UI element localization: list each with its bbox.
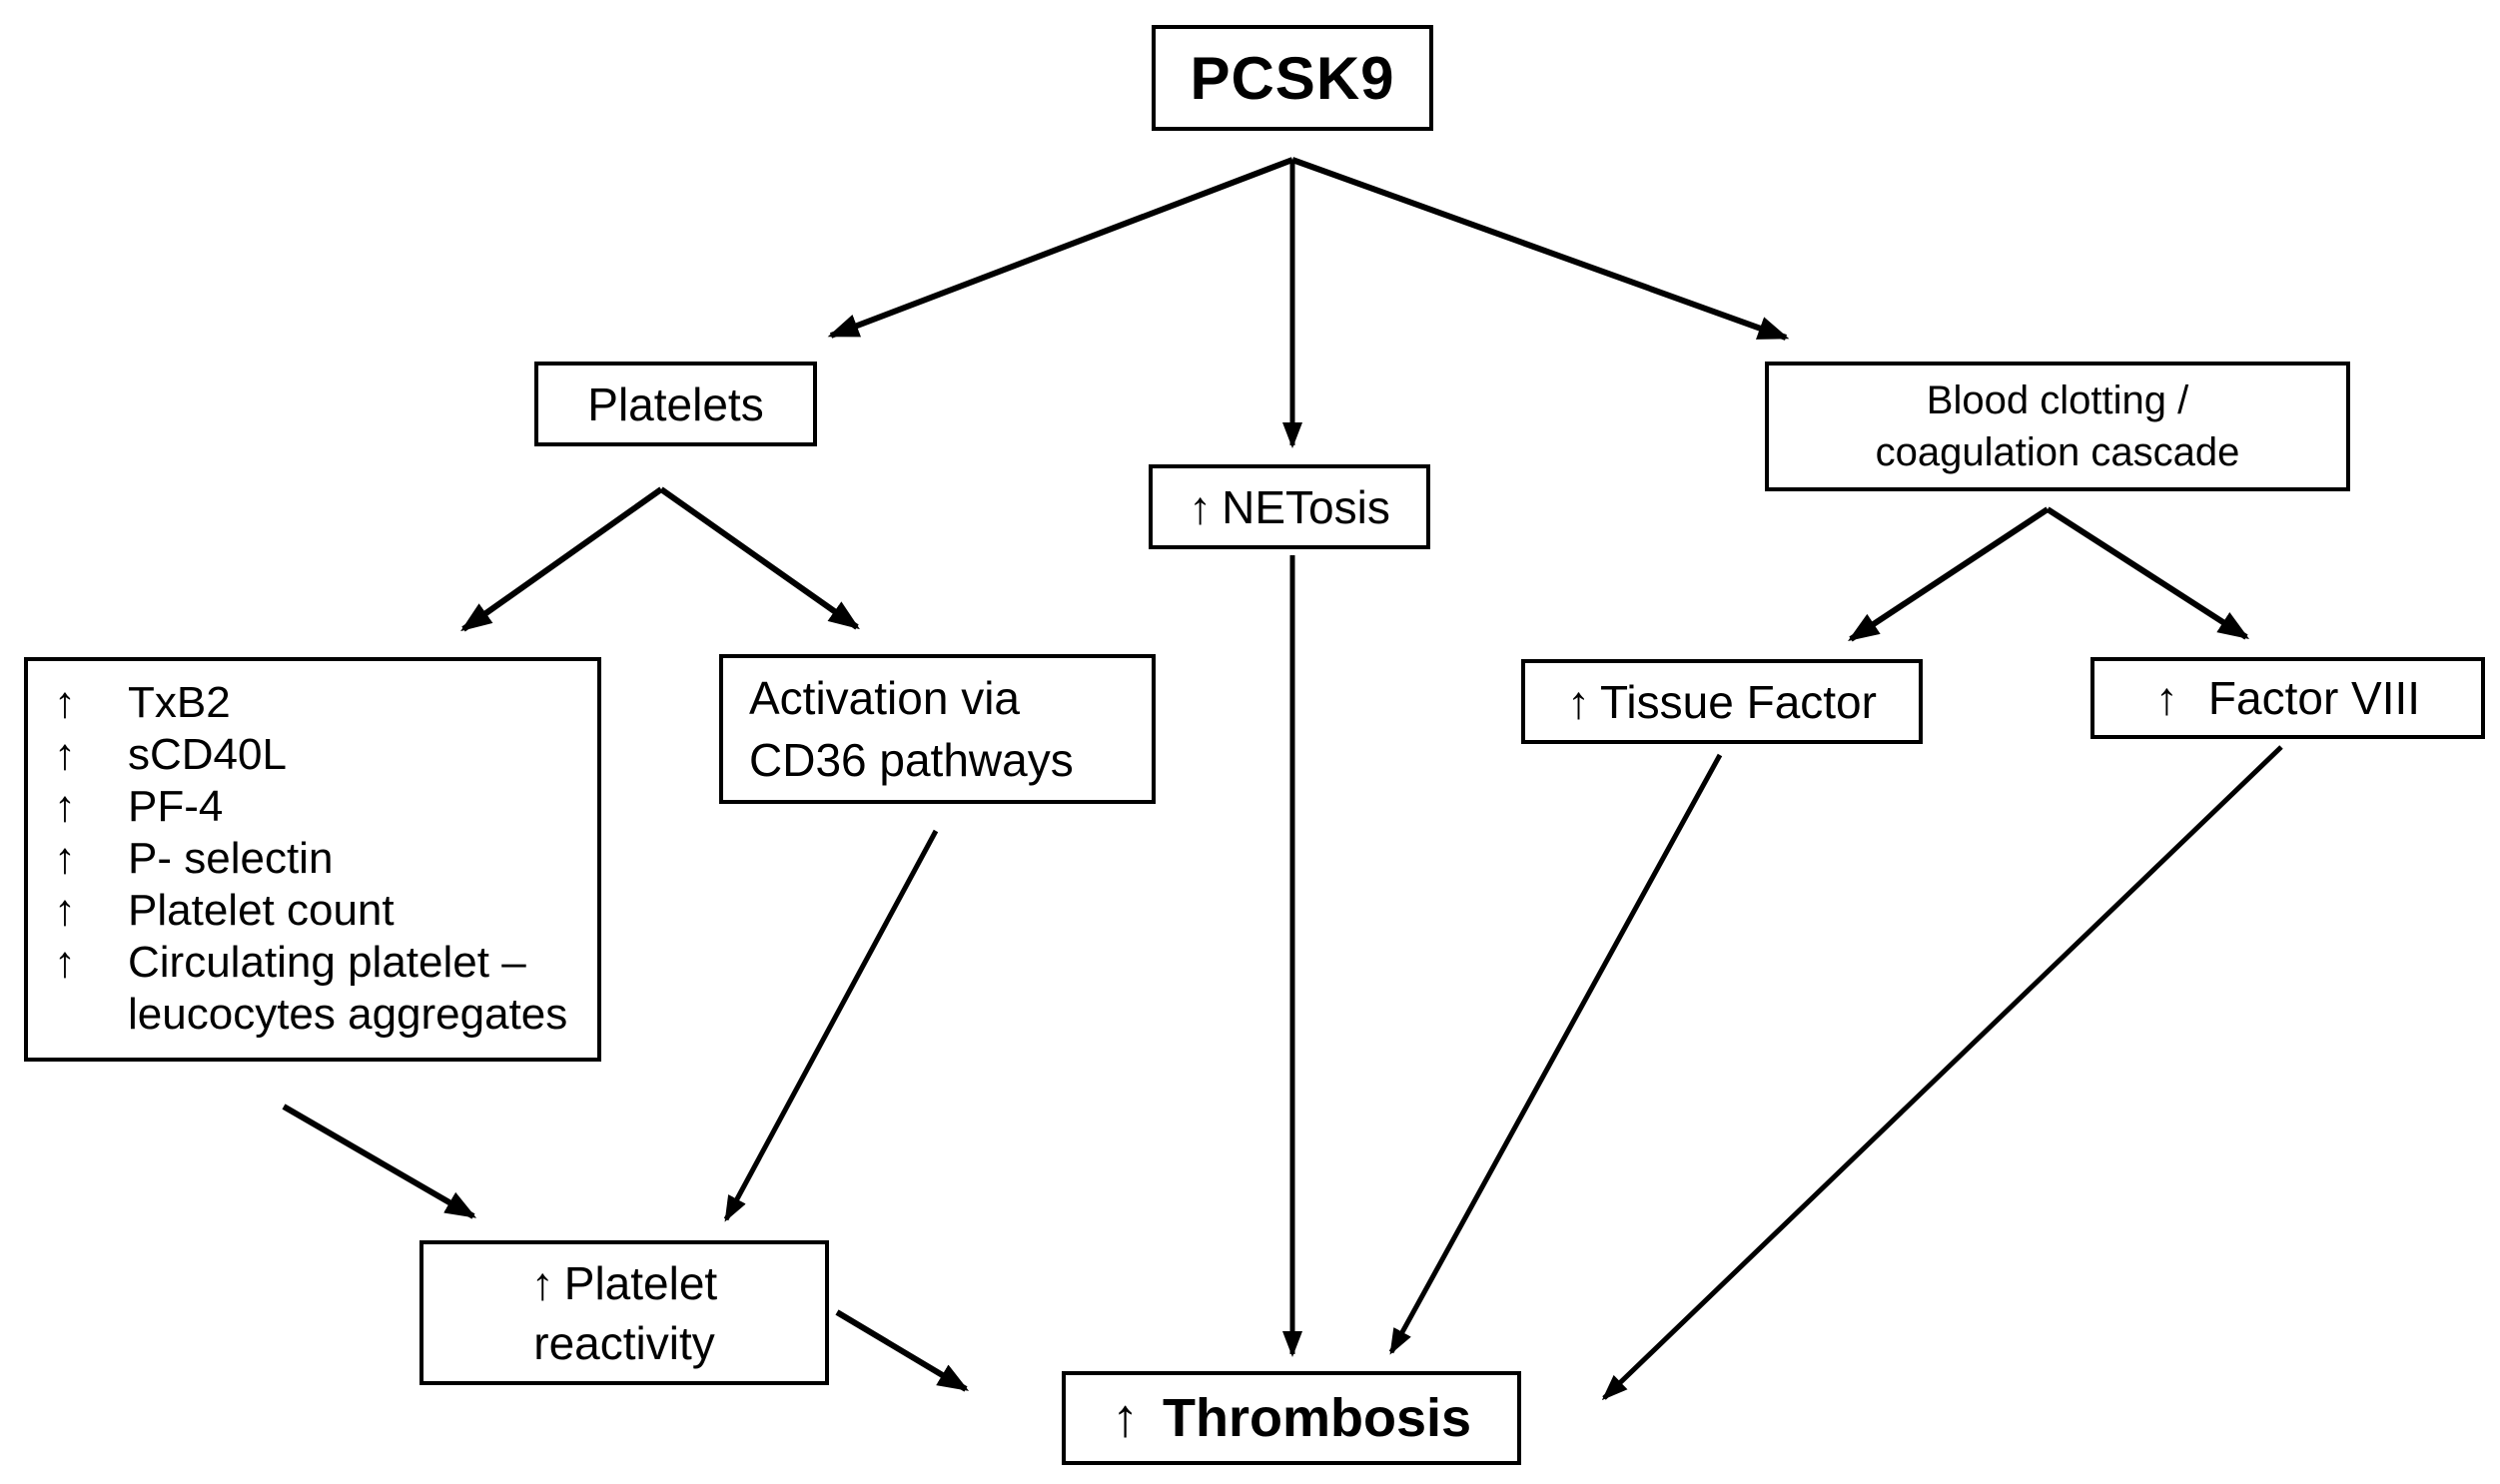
list-item: ↑ sCD40L bbox=[54, 729, 589, 781]
list-item-label: P- selectin bbox=[128, 834, 334, 883]
edge-factor-viii-to-thrombosis bbox=[1601, 745, 2283, 1401]
increase-arrow-icon: ↑ bbox=[54, 782, 76, 831]
increase-arrow-icon: ↑ bbox=[1111, 1388, 1139, 1448]
node-tissue-factor: ↑ Tissue Factor bbox=[1521, 659, 1923, 744]
node-tissue-factor-label: Tissue Factor bbox=[1600, 675, 1877, 728]
list-item: ↑ P- selectin bbox=[54, 833, 589, 885]
node-platelet-reactivity-line2: reactivity bbox=[533, 1313, 714, 1373]
node-thrombosis: ↑ Thrombosis bbox=[1062, 1371, 1521, 1465]
node-netosis-label: NETosis bbox=[1222, 480, 1390, 533]
node-platelets-label: Platelets bbox=[587, 377, 764, 430]
node-factor-viii-label: Factor VIII bbox=[2207, 672, 2421, 724]
edge-coagulation-to-factor-viii bbox=[2046, 506, 2250, 640]
list-item: ↑ Circulating platelet – leucocytes aggr… bbox=[54, 937, 589, 1041]
list-item: ↑ Platelet count bbox=[54, 885, 589, 937]
node-coagulation-line1: Blood clotting / bbox=[1926, 378, 2189, 422]
list-item: ↑ PF-4 bbox=[54, 781, 589, 833]
node-cd36-line2: CD36 pathways bbox=[749, 734, 1074, 786]
edge-platelets-to-cd36 bbox=[659, 486, 860, 630]
increase-arrow-icon: ↑ bbox=[54, 730, 76, 779]
list-item: ↑ TxB2 bbox=[54, 677, 589, 729]
list-item-label: Platelet count bbox=[128, 886, 395, 935]
node-platelet-reactivity-line1: ↑ Platelet bbox=[531, 1253, 717, 1313]
increase-arrow-icon: ↑ bbox=[1567, 675, 1591, 728]
node-cd36-line1: Activation via bbox=[749, 672, 1021, 724]
node-netosis: ↑ NETosis bbox=[1149, 464, 1430, 549]
edge-platelet-reactivity-to-thrombosis bbox=[835, 1309, 970, 1392]
node-factor-viii: ↑ Factor VIII bbox=[2090, 657, 2485, 739]
increase-arrow-icon: ↑ bbox=[530, 1256, 554, 1309]
list-item-label-line1: Circulating platelet – bbox=[128, 938, 526, 987]
increase-arrow-icon: ↑ bbox=[54, 938, 76, 987]
node-platelet-reactivity: ↑ Platelet reactivity bbox=[419, 1240, 829, 1385]
increase-arrow-icon: ↑ bbox=[54, 886, 76, 935]
node-cd36-activation: Activation via CD36 pathways bbox=[719, 654, 1156, 804]
node-coagulation-cascade: Blood clotting / coagulation cascade bbox=[1765, 362, 2350, 491]
node-platelet-markers-list: ↑ TxB2 ↑ sCD40L ↑ PF-4 ↑ P- selectin ↑ P… bbox=[24, 657, 601, 1062]
increase-arrow-icon: ↑ bbox=[2154, 672, 2178, 724]
increase-arrow-icon: ↑ bbox=[54, 834, 76, 883]
node-thrombosis-label: Thrombosis bbox=[1162, 1388, 1472, 1448]
edge-platelet-markers-to-platelet-reactivity bbox=[282, 1104, 477, 1219]
node-platelet-reactivity-word2: reactivity bbox=[533, 1316, 715, 1369]
node-pcsk9-label: PCSK9 bbox=[1190, 44, 1395, 112]
node-pcsk9: PCSK9 bbox=[1152, 25, 1433, 131]
list-item-label-line2: leucocytes aggregates bbox=[128, 990, 568, 1039]
list-item-label: TxB2 bbox=[128, 678, 231, 727]
increase-arrow-icon: ↑ bbox=[1189, 480, 1213, 533]
edge-platelets-to-platelet-markers bbox=[460, 486, 663, 632]
node-platelets: Platelets bbox=[534, 362, 817, 446]
edge-pcsk9-to-coagulation bbox=[1290, 157, 1790, 341]
list-item-label: sCD40L bbox=[128, 730, 287, 779]
edge-coagulation-to-tissue-factor bbox=[1847, 506, 2050, 642]
node-platelet-reactivity-word1: Platelet bbox=[563, 1256, 718, 1309]
node-coagulation-line2: coagulation cascade bbox=[1875, 430, 2240, 474]
list-item-label: PF-4 bbox=[128, 782, 224, 831]
list-item-label: Circulating platelet – leucocytes aggreg… bbox=[128, 937, 589, 1041]
edge-cd36-to-platelet-reactivity bbox=[723, 829, 939, 1222]
edge-pcsk9-to-platelets bbox=[827, 157, 1294, 339]
edge-tissue-factor-to-thrombosis bbox=[1388, 753, 1723, 1355]
increase-arrow-icon: ↑ bbox=[54, 678, 76, 727]
